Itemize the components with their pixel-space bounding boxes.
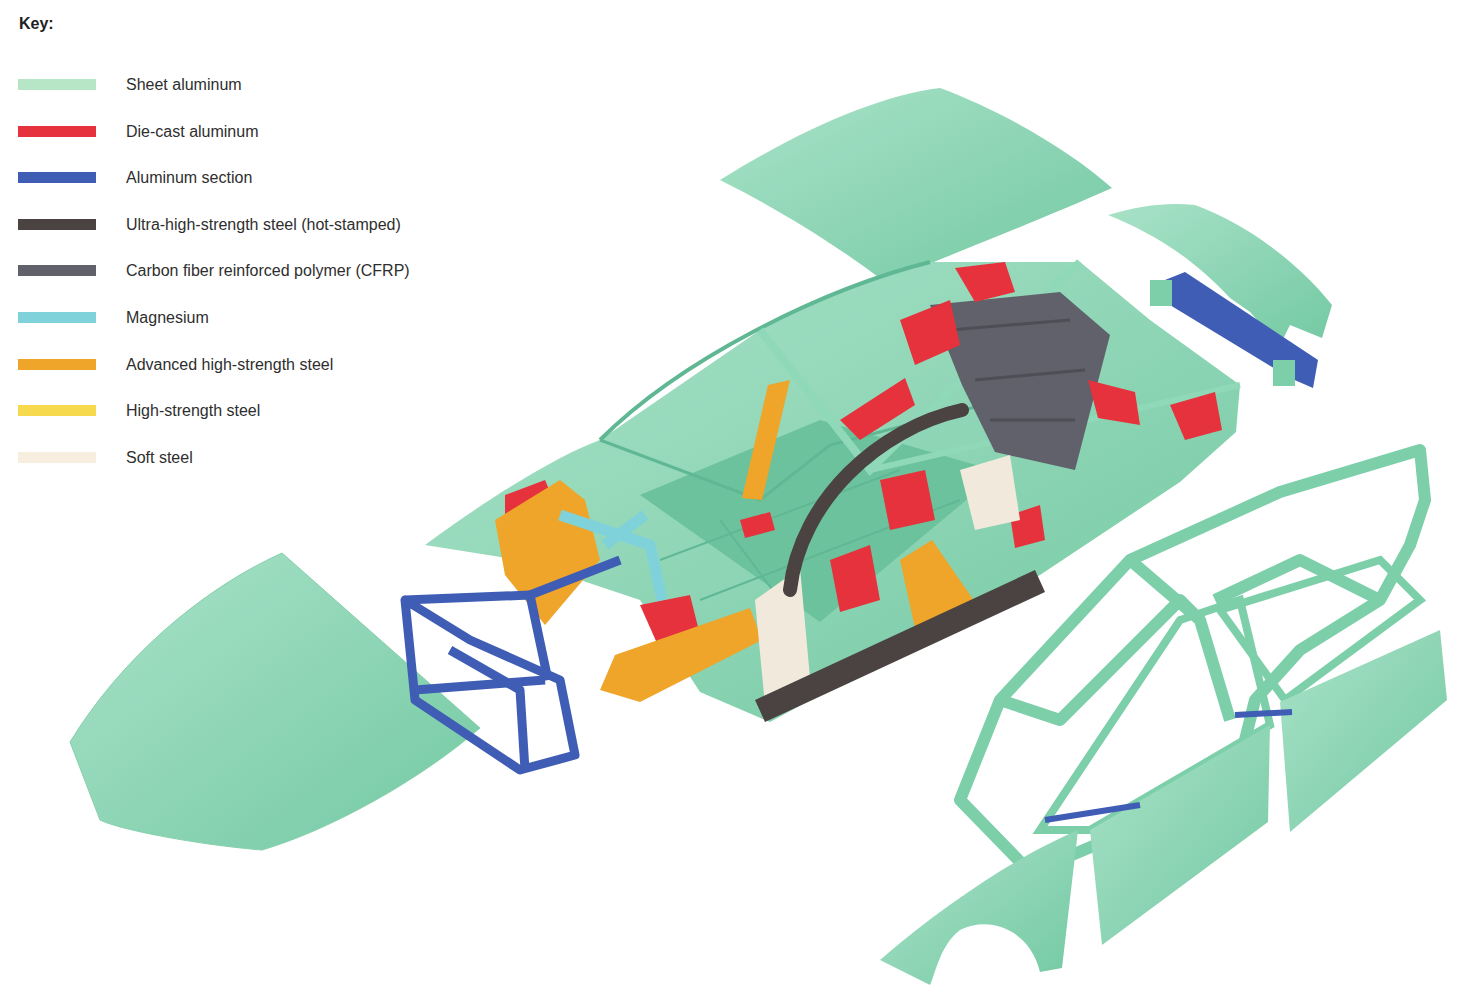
- legend-swatch: [18, 452, 96, 463]
- doors: [1235, 712, 1292, 715]
- legend-swatch: [18, 405, 96, 416]
- legend-label: High-strength steel: [126, 399, 373, 423]
- magnesium-brace: [560, 515, 662, 600]
- doors: [1040, 560, 1447, 945]
- die-cast-parts: [900, 300, 960, 365]
- ahss-parts: [742, 380, 790, 500]
- legend-label: Soft steel: [126, 446, 305, 470]
- body-shell: [425, 262, 1240, 722]
- magnesium-brace: [605, 515, 645, 545]
- legend-swatch: [18, 126, 96, 137]
- legend-swatch: [18, 265, 96, 276]
- soft-steel-part: [960, 455, 1020, 530]
- die-cast-parts: [955, 262, 1015, 302]
- die-cast-parts: [830, 545, 880, 612]
- side-frame: [1130, 560, 1200, 620]
- body-shell: [425, 262, 1240, 722]
- uhss-parts: [790, 410, 962, 590]
- legend-entry: Ultra-high-strength steel (hot-stamped): [18, 213, 405, 237]
- roof-panel: [720, 88, 1112, 282]
- rear-bumper-beam: [1273, 360, 1295, 386]
- legend-label: Advanced high-strength steel: [126, 353, 446, 377]
- front-frame: [405, 600, 575, 770]
- doors: [1090, 725, 1270, 945]
- legend-label: Magnesium: [126, 306, 321, 330]
- front-fender: [880, 830, 1078, 985]
- die-cast-parts: [1170, 392, 1222, 440]
- legend-swatch: [18, 79, 96, 90]
- legend-label: Die-cast aluminum: [126, 120, 371, 144]
- legend-entry: High-strength steel: [18, 399, 265, 423]
- cfrp-rear-panel: [930, 292, 1110, 470]
- legend-swatch: [18, 172, 96, 183]
- doors: [1045, 805, 1140, 820]
- die-cast-parts: [505, 262, 1222, 650]
- ahss-parts: [600, 608, 762, 702]
- legend-entry: Die-cast aluminum: [18, 120, 263, 144]
- die-cast-parts: [880, 470, 935, 530]
- legend-entry: Aluminum section: [18, 166, 257, 190]
- uhss-parts: [755, 410, 1045, 722]
- roof-panel: [720, 88, 1112, 282]
- ahss-parts: [495, 480, 600, 625]
- legend-label: Ultra-high-strength steel (hot-stamped): [126, 213, 513, 237]
- legend-label: Aluminum section: [126, 166, 365, 190]
- legend-swatch: [18, 359, 96, 370]
- legend-entry: Soft steel: [18, 446, 197, 470]
- legend-entry: Carbon fiber reinforced polymer (CFRP): [18, 259, 414, 283]
- front-frame: [530, 560, 620, 595]
- front-fender: [880, 830, 1078, 985]
- legend-entry: Advanced high-strength steel: [18, 353, 338, 377]
- legend-label: Sheet aluminum: [126, 73, 354, 97]
- legend-entry: Magnesium: [18, 306, 213, 330]
- front-frame: [450, 650, 525, 770]
- legend-swatch: [18, 312, 96, 323]
- legend-swatch: [18, 219, 96, 230]
- legend-entry: Sheet aluminum: [18, 73, 246, 97]
- front-frame: [415, 680, 545, 690]
- cfrp-rear-panel: [930, 292, 1110, 470]
- front-frame: [405, 560, 620, 770]
- die-cast-parts: [740, 512, 775, 538]
- magnesium-brace: [560, 515, 662, 600]
- die-cast-parts: [1088, 380, 1140, 425]
- cfrp-rear-panel: [950, 320, 1085, 420]
- legend-label: Carbon fiber reinforced polymer (CFRP): [126, 259, 522, 283]
- rear-bumper-beam: [1150, 280, 1172, 306]
- doors: [1280, 630, 1447, 832]
- legend-heading: Key:: [19, 15, 54, 33]
